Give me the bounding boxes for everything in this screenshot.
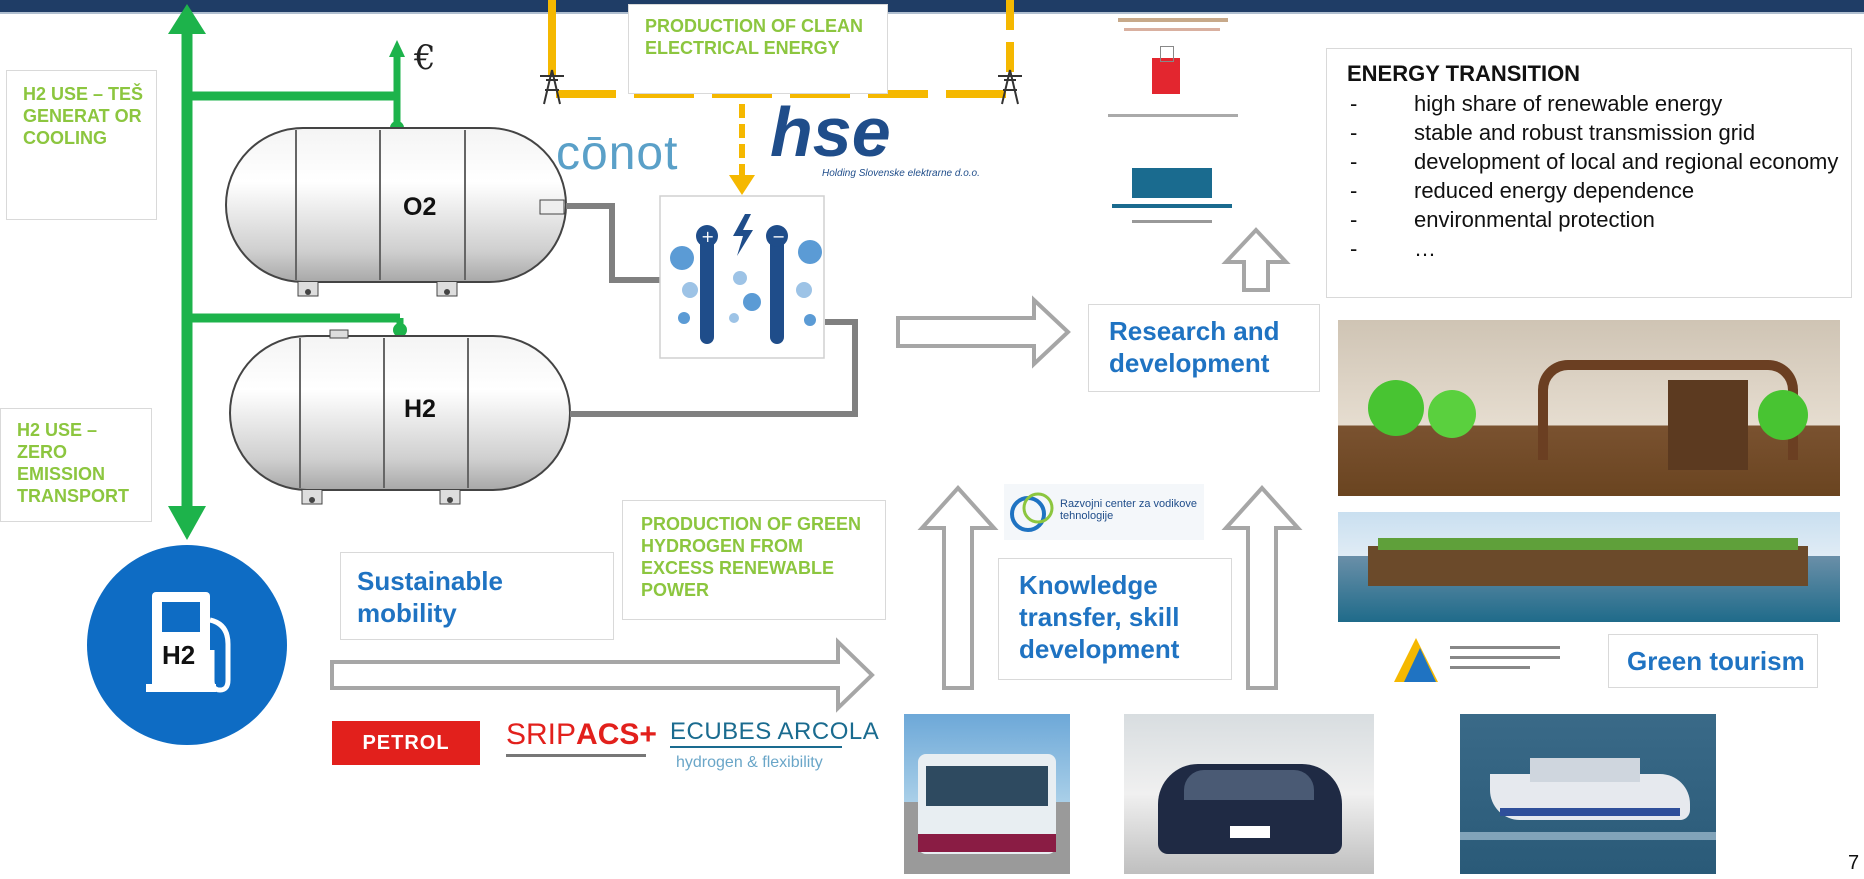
production-green-label: PRODUCTION OF GREEN HYDROGEN FROM EXCESS… — [641, 514, 862, 600]
h2-use-tes-box: H2 USE – TEŠ GENERAT OR COOLING — [6, 70, 157, 220]
sripacs-logo-part2: ACS+ — [576, 718, 657, 751]
bus-photo — [904, 714, 1070, 874]
sripacs-logo-part1: SRIP — [506, 718, 577, 751]
list-item: … — [1347, 234, 1839, 263]
hse-logo-subtitle: Holding Slovenske elektrarne d.o.o. — [822, 168, 980, 179]
production-clean-label: PRODUCTION OF CLEAN ELECTRICAL ENERGY — [645, 16, 863, 58]
sustainable-mobility-label: Sustainable mobility — [357, 566, 503, 628]
tank-h2-label: H2 — [404, 395, 436, 423]
green-tourism-box: Green tourism — [1608, 634, 1818, 688]
production-clean-box: PRODUCTION OF CLEAN ELECTRICAL ENERGY — [628, 4, 888, 94]
list-item: stable and robust transmission grid — [1347, 118, 1839, 147]
arrow-right-icon — [330, 637, 875, 713]
list-item: reduced energy dependence — [1347, 176, 1839, 205]
energy-transition-list: high share of renewable energy stable an… — [1347, 89, 1839, 263]
sripacs-logo: SRIPACS+ — [506, 718, 657, 752]
rings-icon — [1010, 492, 1054, 532]
ecubes-divider — [670, 746, 842, 748]
research-development-label: Research and development — [1109, 316, 1280, 378]
hse-logo: hse — [770, 93, 891, 171]
arrow-right-icon — [896, 295, 1071, 369]
regional-agency-icon — [1394, 638, 1438, 682]
green-pipe-network — [168, 4, 407, 540]
car-photo — [1124, 714, 1374, 874]
razvojni-center-text: Razvojni center za vodikove tehnologije — [1060, 498, 1197, 522]
boat-photo — [1460, 714, 1716, 874]
electrolyser-icon: + − — [659, 195, 825, 359]
list-item: environmental protection — [1347, 205, 1839, 234]
flow-arrows — [330, 227, 1303, 713]
arrow-up-icon — [1221, 485, 1303, 690]
tank-o2-label: O2 — [403, 193, 437, 221]
list-item: development of local and regional econom… — [1347, 147, 1839, 176]
sustainable-mobility-box: Sustainable mobility — [340, 552, 614, 640]
transmission-lines — [548, 0, 1014, 195]
university-logo — [1108, 14, 1238, 124]
production-green-box: PRODUCTION OF GREEN HYDROGEN FROM EXCESS… — [622, 500, 886, 620]
energy-transition-title: ENERGY TRANSITION — [1347, 61, 1581, 86]
h2-use-zero-box: H2 USE – ZERO EMISSION TRANSPORT — [0, 408, 152, 522]
knowledge-transfer-box: Knowledge transfer, skill development — [998, 558, 1232, 680]
h2-use-zero-label: H2 USE – ZERO EMISSION TRANSPORT — [17, 420, 129, 506]
header-bar — [0, 0, 1864, 12]
green-tourism-label: Green tourism — [1627, 646, 1805, 676]
euro-icon: € — [414, 38, 436, 78]
floating-structure-photo — [1338, 512, 1840, 622]
petrol-logo: PETROL — [332, 721, 480, 765]
ecubes-subtitle: hydrogen & flexibility — [676, 754, 823, 771]
knowledge-transfer-label: Knowledge transfer, skill development — [1019, 570, 1180, 664]
ecubes-logo: ECUBES ARCOLA — [670, 718, 880, 745]
station-h2-label: H2 — [162, 640, 196, 670]
list-item: high share of renewable energy — [1347, 89, 1839, 118]
pylon-icon — [540, 69, 564, 105]
header-divider — [0, 12, 1864, 14]
pylon-icon — [998, 69, 1022, 105]
razvojni-center-logo: Razvojni center za vodikove tehnologije — [1004, 484, 1204, 540]
arrow-up-icon — [1221, 227, 1291, 292]
research-development-box: Research and development — [1088, 304, 1320, 392]
faculty-logo — [1112, 160, 1232, 230]
hydrogen-station-icon — [87, 545, 287, 745]
tank-h2 — [229, 329, 571, 505]
h2-use-tes-label: H2 USE – TEŠ GENERAT OR COOLING — [23, 84, 144, 148]
page-number: 7 — [1848, 852, 1860, 874]
regional-agency-logo — [1390, 632, 1570, 688]
energy-transition-box: ENERGY TRANSITION high share of renewabl… — [1326, 48, 1852, 298]
svg-text:+: + — [701, 227, 714, 246]
sripacs-subtitle-line — [506, 754, 646, 757]
arrow-up-icon — [917, 485, 999, 690]
svg-text:−: − — [772, 227, 785, 246]
conot-logo: cōnot — [556, 127, 679, 180]
building-render-photo — [1338, 320, 1840, 496]
gray-pipes — [566, 203, 858, 417]
tank-o2 — [225, 127, 567, 297]
